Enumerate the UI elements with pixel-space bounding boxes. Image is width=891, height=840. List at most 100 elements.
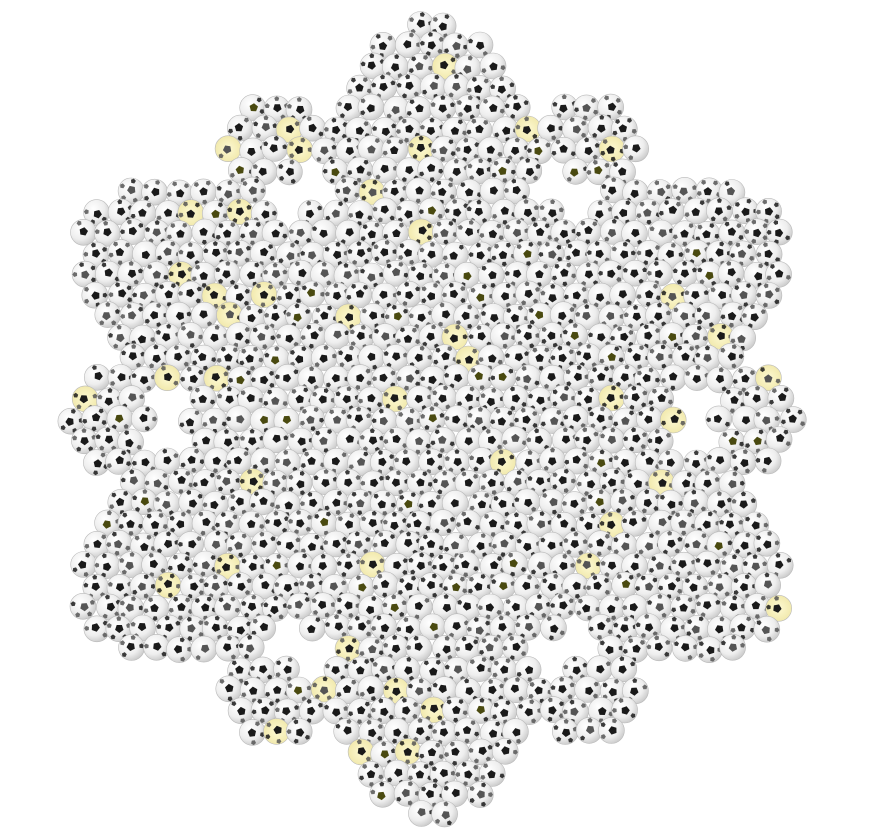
soccer-ball-icon <box>276 158 303 186</box>
soccer-ball-icon <box>683 197 710 225</box>
soccer-ball-icon <box>479 303 507 330</box>
soccer-ball-icon <box>443 363 470 391</box>
soccer-ball-icon <box>177 241 205 269</box>
soccer-ball-icon <box>381 136 409 164</box>
soccer-ball-icon <box>467 282 495 310</box>
soccer-ball-icon <box>575 717 603 744</box>
soccer-ball-icon <box>442 696 469 724</box>
soccer-ball-icon <box>418 281 446 309</box>
soccer-ball-icon <box>538 488 566 516</box>
soccer-ball-icon <box>598 135 626 163</box>
soccer-ball-icon <box>130 366 157 393</box>
soccer-ball-icon <box>537 198 565 226</box>
soccer-ball-icon <box>621 509 648 537</box>
soccer-ball-icon <box>214 594 241 621</box>
soccer-ball-icon <box>408 800 435 827</box>
soccer-ball-icon <box>477 136 505 164</box>
soccer-ball-icon <box>549 676 577 703</box>
soccer-ball-icon <box>298 405 325 432</box>
soccer-ball-icon <box>562 158 590 185</box>
soccer-ball-icon <box>526 302 554 330</box>
soccer-ball-icon <box>466 781 494 808</box>
soccer-ball-icon <box>670 509 698 537</box>
soccer-ball-icon <box>406 469 434 497</box>
soccer-ball-icon <box>730 281 758 309</box>
soccer-ball-icon <box>310 509 338 537</box>
soccer-ball-icon <box>635 532 663 559</box>
soccer-ball-icon <box>177 199 205 226</box>
soccer-ball-layer <box>57 11 807 828</box>
soccer-ball-icon <box>239 553 266 581</box>
soccer-ball-icon <box>357 135 385 162</box>
soccer-ball-icon <box>515 280 542 308</box>
soccer-ball-icon <box>454 760 482 788</box>
soccer-ball-icon <box>129 614 156 642</box>
soccer-ball-icon <box>215 634 242 662</box>
soccer-ball-icon <box>417 241 445 268</box>
soccer-ball-icon <box>310 261 337 288</box>
soccer-ball-icon <box>395 364 423 392</box>
soccer-ball-icon <box>454 94 482 121</box>
soccer-ball-icon <box>83 449 110 476</box>
soccer-ball-icon <box>719 301 747 329</box>
soccer-ball-icon <box>719 553 747 581</box>
soccer-ball-icon <box>202 573 230 601</box>
soccer-ball-icon <box>81 405 108 433</box>
soccer-ball-icon <box>562 530 589 558</box>
soccer-ball-icon <box>94 301 122 328</box>
soccer-ball-icon <box>286 592 313 620</box>
soccer-ball-icon <box>561 491 588 518</box>
soccer-ball-icon <box>432 218 459 246</box>
soccer-ball-icon <box>165 301 193 329</box>
soccer-ball-icon <box>383 469 410 497</box>
soccer-ball-icon <box>779 406 807 433</box>
soccer-ball-icon <box>70 219 97 246</box>
soccer-ball-icon <box>346 364 374 391</box>
soccer-ball-icon <box>203 529 231 557</box>
soccer-ball-icon <box>261 135 289 162</box>
soccer-ball-icon <box>443 656 471 684</box>
soccer-ball-icon <box>587 448 615 476</box>
soccer-ball-icon <box>166 179 193 207</box>
soccer-ball-icon <box>479 177 507 205</box>
soccer-ball-icon <box>489 572 517 600</box>
soccer-ball-icon <box>324 406 351 434</box>
soccer-ball-icon <box>431 553 458 580</box>
soccer-ball-icon <box>514 364 542 392</box>
soccer-ball-icon <box>358 178 386 206</box>
soccer-ball-icon <box>527 551 555 579</box>
soccer-ball-icon <box>453 261 481 289</box>
soccer-ball-icon <box>490 656 518 684</box>
soccer-ball-icon <box>189 385 217 412</box>
soccer-ball-icon <box>563 363 590 391</box>
soccer-ball-icon <box>275 531 303 558</box>
soccer-ball-icon <box>298 697 326 725</box>
soccer-ball-icon <box>767 384 795 412</box>
soccer-ball-icon <box>611 571 639 599</box>
soccer-ball-icon <box>225 447 253 475</box>
soccer-ball-icon <box>502 718 529 745</box>
soccer-ball-icon <box>419 657 447 685</box>
soccer-ball-icon <box>95 260 122 288</box>
soccer-ball-icon <box>370 697 397 724</box>
soccer-ball-icon <box>370 740 398 768</box>
soccer-ball-icon <box>154 571 182 599</box>
soccer-ball-icon <box>274 448 301 476</box>
soccer-ball-icon <box>635 198 662 226</box>
soccer-ball-icon <box>406 385 433 413</box>
soccer-ball-icon <box>586 655 613 683</box>
soccer-ball-icon <box>250 447 277 475</box>
soccer-ball-icon <box>285 718 313 745</box>
soccer-ball-icon <box>525 593 552 621</box>
soccer-ball-icon <box>705 197 733 224</box>
soccer-ball-icon <box>347 738 375 766</box>
soccer-ball-icon <box>335 677 362 705</box>
soccer-ball-icon <box>575 261 603 289</box>
soccer-ball-icon <box>237 634 265 661</box>
soccer-ball-icon <box>575 343 602 370</box>
soccer-ball-icon <box>478 95 506 123</box>
soccer-ball-icon <box>382 427 410 454</box>
soccer-ball-icon <box>585 573 613 601</box>
soccer-ball-icon <box>395 280 423 308</box>
soccer-ball-icon <box>443 613 471 641</box>
